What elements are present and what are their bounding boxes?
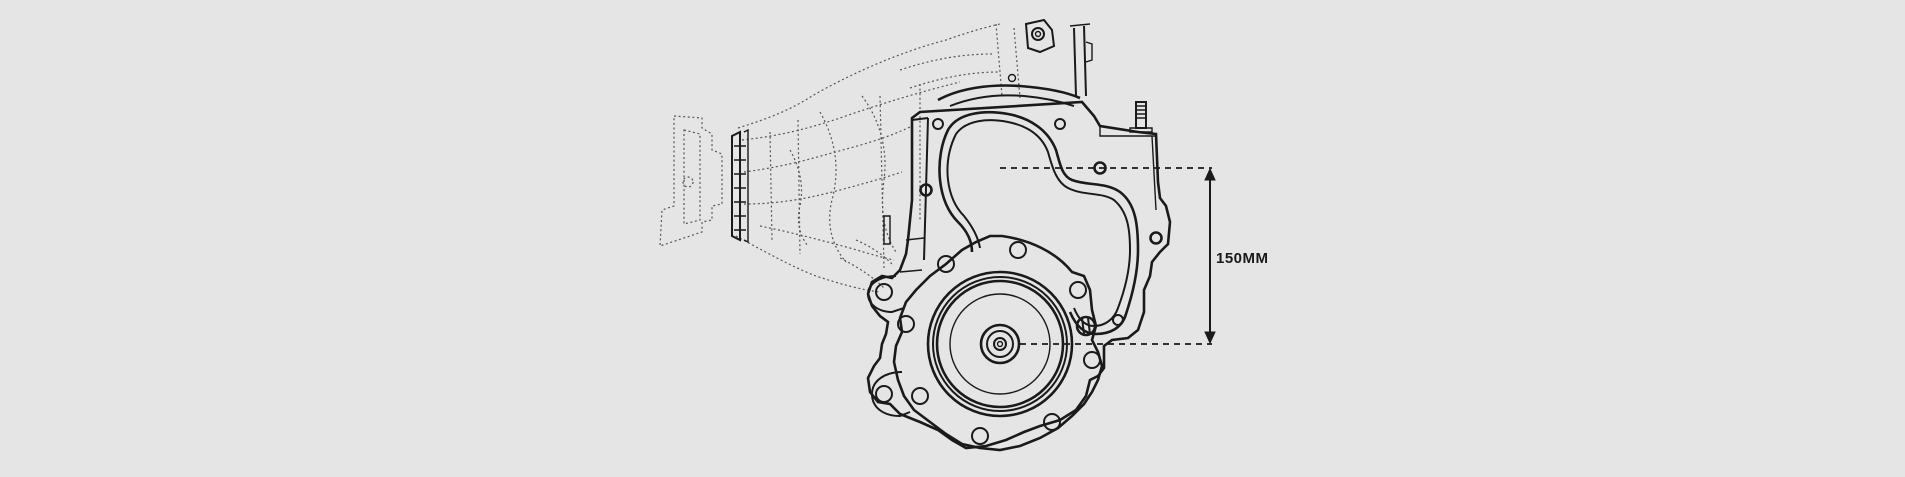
housing-bolt	[1112, 314, 1124, 326]
flange-bolt	[1083, 351, 1101, 369]
bracket-plate	[1024, 18, 1056, 54]
pulley-outer-rim	[926, 270, 1074, 418]
duct-branch-2	[861, 95, 897, 253]
coupler-ribs	[734, 145, 746, 231]
housing-bolt	[1149, 231, 1163, 245]
duct-riser	[995, 23, 1021, 99]
pulley-shaft-center	[996, 340, 1004, 348]
housing-top-bolt	[1007, 73, 1017, 83]
flange-bolt	[897, 315, 915, 333]
pulley-inner-rim	[935, 279, 1065, 409]
stud-thread	[1136, 105, 1146, 119]
pulley-hub-inner	[986, 330, 1014, 358]
top-bracket	[1024, 18, 1093, 97]
dimension-arrow-top	[1204, 167, 1216, 181]
duct-branch-3	[789, 149, 809, 247]
bracket-nut-hole	[1034, 30, 1042, 38]
duct-mid-line-4	[759, 225, 895, 261]
dimension-arrow-bottom	[1204, 331, 1216, 345]
flange-bolt	[971, 427, 989, 445]
duct-upper-edge	[737, 23, 1001, 129]
pulley-shaft	[993, 337, 1007, 351]
left-lug-lower	[870, 371, 911, 418]
vertical-tube-left	[1073, 27, 1077, 97]
flange-bolt	[1069, 281, 1087, 299]
duct-mid-line-3	[743, 171, 903, 205]
intake-ducting-ghost	[659, 23, 1021, 293]
slotted-screw-slot	[1081, 317, 1091, 335]
tube-clamp	[1085, 41, 1093, 63]
coupler-ring-left	[731, 130, 741, 242]
flange-bolt	[1009, 241, 1027, 259]
housing-left-face	[911, 117, 929, 261]
slotted-screw	[1075, 315, 1097, 337]
tube-top-cap	[1069, 23, 1091, 27]
left-lug-upper-hole	[875, 283, 893, 301]
drive-pulley	[892, 234, 1104, 452]
housing-left-step	[899, 237, 925, 273]
housing-bolt	[932, 118, 944, 130]
pulley-flange-outline	[892, 234, 1104, 452]
gear-cover-outline	[938, 111, 1140, 336]
left-lug-upper	[866, 275, 905, 314]
dimension-label: 150MM	[1216, 250, 1269, 267]
flange-bolt-hole	[682, 176, 694, 188]
flange-bolt	[937, 255, 955, 273]
inlet-flange-inner	[683, 129, 701, 225]
dimension-annotation	[1000, 167, 1216, 345]
left-vent-slot	[883, 215, 891, 245]
duct-mid-line-1	[741, 81, 961, 141]
housing-bolt	[1054, 118, 1066, 130]
inlet-coupler	[731, 128, 749, 244]
pulley-face-ring	[949, 293, 1051, 395]
coupler-ring-right	[743, 128, 749, 244]
gear-cover-gasket	[946, 119, 1132, 328]
housing-bolt	[1093, 161, 1107, 175]
flange-bolt	[911, 387, 929, 405]
pulley-hub	[979, 323, 1021, 365]
right-bracket-box	[1099, 126, 1157, 211]
housing-top-dome	[937, 84, 1081, 102]
bracket-nut	[1031, 27, 1045, 41]
inlet-flange-outline	[659, 115, 723, 247]
duct-top-bend	[899, 53, 999, 89]
left-lug-lower-hole	[875, 385, 893, 403]
flange-bolt	[1043, 413, 1061, 431]
supercharger-housing	[866, 73, 1172, 450]
housing-bolt	[919, 183, 933, 197]
vertical-tube-right	[1083, 25, 1087, 97]
